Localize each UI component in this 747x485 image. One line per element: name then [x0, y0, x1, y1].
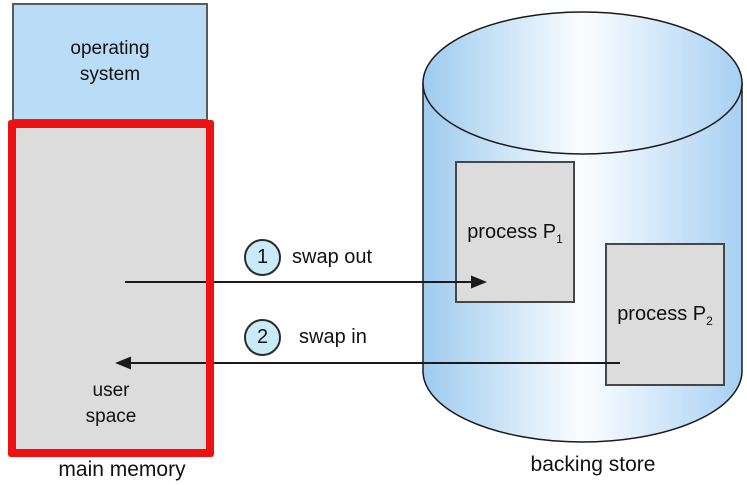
main-memory-caption: main memory — [58, 458, 186, 481]
user-space-label-line1: user — [92, 380, 130, 401]
step-2-number: 2 — [256, 326, 269, 348]
operating-system-label-line1: operating — [70, 38, 150, 59]
process-p1-box: process P1 — [455, 161, 575, 303]
process-p2-box: process P2 — [605, 243, 725, 386]
swap-in-label: swap in — [299, 326, 367, 348]
step-1-badge: 1 — [244, 239, 281, 276]
operating-system-box: operating system — [12, 3, 208, 121]
swap-out-label: swap out — [292, 246, 373, 268]
process-p2-subscript: 2 — [706, 314, 713, 328]
step-1-number: 1 — [256, 246, 269, 268]
process-p1-subscript: 1 — [556, 231, 563, 246]
step-2-badge: 2 — [244, 319, 281, 356]
operating-system-label-line2: system — [79, 64, 141, 85]
user-space-fill — [8, 120, 214, 457]
cylinder-top — [422, 11, 743, 155]
process-p1-label: process P1 — [467, 220, 563, 246]
user-space-label-line2: space — [85, 406, 137, 427]
process-p2-label: process P2 — [617, 303, 713, 328]
backing-store-caption: backing store — [530, 453, 656, 476]
user-space-label: user space — [16, 378, 206, 430]
main-memory-frame — [8, 120, 214, 457]
